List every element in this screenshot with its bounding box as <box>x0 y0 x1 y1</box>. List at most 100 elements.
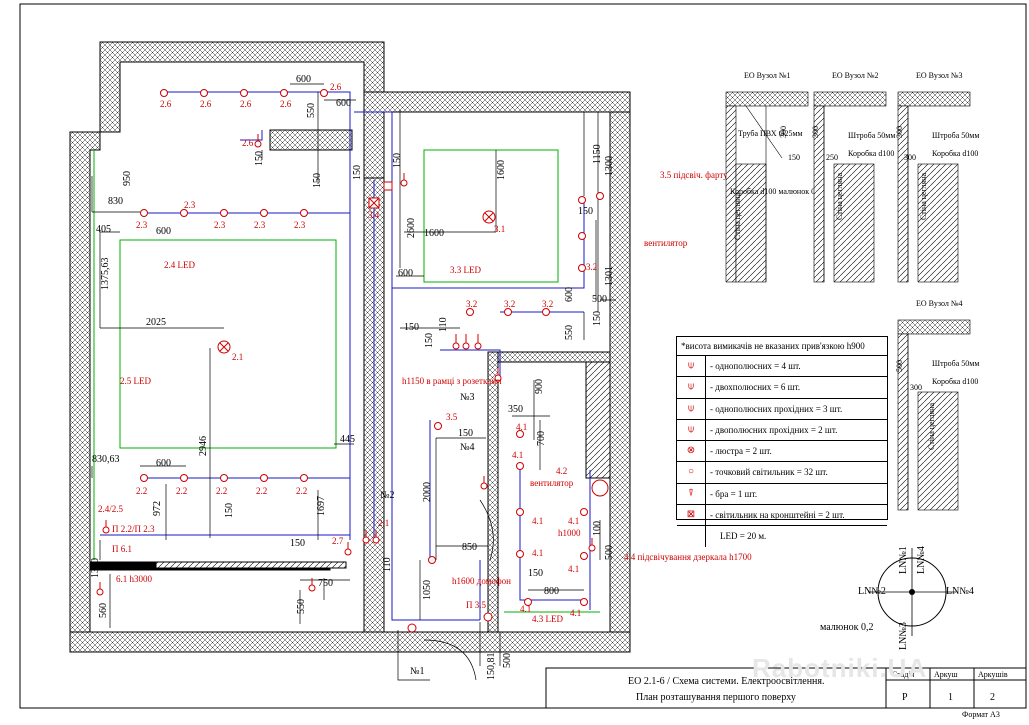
dim-text: 1600 <box>496 160 507 180</box>
dim-text: 550 <box>306 103 317 118</box>
dim-text: 500 <box>502 653 513 668</box>
spot-light[interactable] <box>260 474 268 482</box>
led-label: 2.4 LED <box>164 260 195 270</box>
note-text: вентилятор <box>644 238 688 248</box>
sheet-frame <box>19 3 1027 709</box>
note-text: вентилятор <box>530 478 574 488</box>
legend-text: - точковий світильник = 32 шт. <box>710 467 828 478</box>
svg-text:Коробка d100: Коробка d100 <box>932 377 978 386</box>
node-ref: №4 <box>460 442 475 453</box>
bracket-light-icon: ⊠ <box>677 505 706 526</box>
legend-row: ⍦- однополюсних прохідних = 3 шт. <box>677 398 887 420</box>
dim-text: 350 <box>508 404 523 415</box>
spot-light[interactable] <box>524 598 532 606</box>
tb-value: 2 <box>990 692 995 703</box>
intercom-icon[interactable] <box>483 612 493 622</box>
spot-light[interactable] <box>578 196 586 204</box>
chandelier-icon: ⊗ <box>677 441 706 462</box>
chandelier-icon[interactable] <box>482 210 496 224</box>
spot-light[interactable] <box>428 556 436 564</box>
spot-light[interactable] <box>220 209 228 217</box>
spot-light[interactable] <box>580 552 588 560</box>
switch-icon[interactable] <box>254 134 262 148</box>
dim-text: 600 <box>564 287 575 302</box>
spot-light[interactable] <box>578 264 586 272</box>
legend-text: - двохполюсних = 6 шт. <box>710 382 801 393</box>
spot-light[interactable] <box>542 308 550 316</box>
switch-icon[interactable] <box>591 479 609 497</box>
spot-light[interactable] <box>466 308 474 316</box>
switch-icon[interactable] <box>452 334 460 350</box>
switch-icon[interactable] <box>462 334 470 350</box>
spot-light[interactable] <box>580 598 588 606</box>
switch-icon[interactable] <box>480 476 488 490</box>
switch-icon[interactable] <box>588 538 596 552</box>
fixture-label: 4.1 <box>570 608 581 618</box>
led-label: 4.3 LED <box>532 614 563 624</box>
spot-light[interactable] <box>516 462 524 470</box>
switch-icon[interactable] <box>344 542 352 556</box>
dim-text: 150 <box>254 151 265 166</box>
led-icon <box>677 526 706 547</box>
dim-text: 600 <box>336 98 351 109</box>
fixture-label: 2.2 <box>296 486 307 496</box>
fixture-label: 2.3 <box>214 220 226 230</box>
spot-light[interactable] <box>596 192 604 200</box>
spot-light[interactable] <box>260 209 268 217</box>
spot-light[interactable] <box>320 89 328 97</box>
note-text: 4.4 підсвічування дзеркала h1700 <box>624 552 752 562</box>
legend-row: LED = 20 м. <box>677 526 887 547</box>
spot-light[interactable] <box>200 89 208 97</box>
title-block <box>545 667 1027 709</box>
spot-light[interactable] <box>580 508 588 516</box>
spot-light[interactable] <box>180 209 188 217</box>
switch-icon[interactable] <box>494 368 502 382</box>
spot-light[interactable] <box>280 89 288 97</box>
tb-value: 1 <box>948 692 953 703</box>
legend-row: ⍦ - двохполюсних = 6 шт. <box>677 377 887 399</box>
spot-light[interactable] <box>300 474 308 482</box>
fixture-label: 4.1 <box>568 564 579 574</box>
bracket-light-icon[interactable] <box>368 197 380 209</box>
switch-icon[interactable] <box>102 520 110 534</box>
dim-text: 2600 <box>406 218 417 238</box>
chandelier-icon[interactable] <box>217 340 231 354</box>
switch-icon[interactable] <box>400 173 408 187</box>
switch-icon[interactable] <box>362 530 370 544</box>
led-strips <box>93 149 600 613</box>
spot-light[interactable] <box>240 89 248 97</box>
switch-icon[interactable] <box>308 578 316 592</box>
door-swing <box>479 499 494 561</box>
title-code: ЕО 2.1-6 / Схема системи. Електроосвітле… <box>628 676 825 687</box>
switch-icon[interactable] <box>372 530 380 544</box>
spot-light[interactable] <box>516 550 524 558</box>
detail-node-4: ЕО Вузол №4 500 300 Штроба 50мм Коробка … <box>895 299 979 511</box>
spot-light[interactable] <box>140 474 148 482</box>
svg-text:300: 300 <box>895 126 904 138</box>
wall-lamp-icon[interactable] <box>407 623 417 633</box>
spot-light[interactable] <box>220 474 228 482</box>
spot-light[interactable] <box>504 308 512 316</box>
switch-icon[interactable] <box>474 334 482 350</box>
spot-light[interactable] <box>516 430 524 438</box>
dim-text: 110 <box>438 317 449 332</box>
spot-light[interactable] <box>160 89 168 97</box>
spot-light[interactable] <box>578 232 586 240</box>
spot-light[interactable] <box>516 508 524 516</box>
double-switch-icon: ⍦ <box>677 377 706 398</box>
fixture-label: 3.2 <box>504 299 515 309</box>
bracket-light-icon[interactable] <box>383 181 393 191</box>
note-text: h1000 <box>558 528 581 538</box>
spot-light[interactable] <box>434 422 442 430</box>
spot-light[interactable] <box>180 474 188 482</box>
spot-light[interactable] <box>300 209 308 217</box>
spot-lights <box>140 89 604 606</box>
spot-light[interactable] <box>140 209 148 217</box>
dim-text: 150 <box>424 333 435 348</box>
dim-text: 150 <box>224 503 235 518</box>
legend-row: ⍒- бра = 1 шт. <box>677 483 887 506</box>
switch-icon[interactable] <box>96 582 104 596</box>
fixture-label: 2.1 <box>232 352 243 362</box>
dim-text: 150,81 <box>486 653 497 681</box>
